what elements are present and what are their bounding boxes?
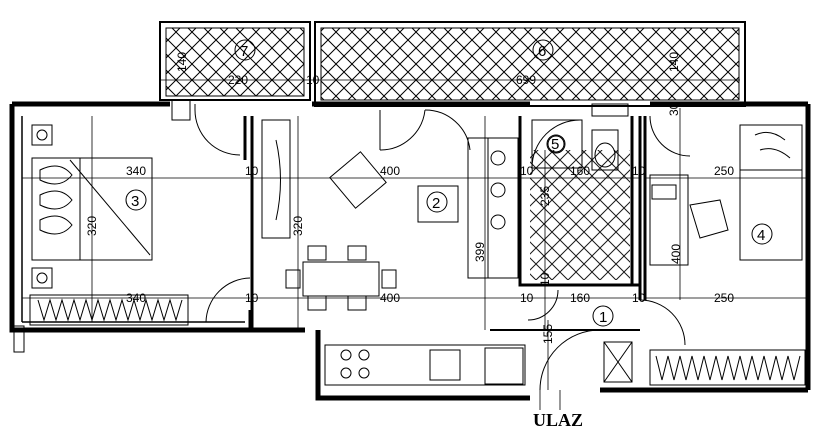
tv-unit bbox=[261, 119, 291, 239]
dim-10: 10 bbox=[520, 164, 534, 178]
dim-160: 160 bbox=[570, 291, 590, 305]
dim-340: 340 bbox=[126, 291, 146, 305]
room-number-7: 7 bbox=[234, 39, 256, 61]
dim-10: 10 bbox=[632, 164, 646, 178]
dining-table bbox=[285, 245, 397, 311]
dim-155: 155 bbox=[541, 324, 555, 344]
room-number-1: 1 bbox=[592, 305, 614, 327]
dim-250: 250 bbox=[714, 291, 734, 305]
nightstand-icon bbox=[31, 124, 53, 289]
room-number-2: 2 bbox=[426, 191, 448, 213]
armchair bbox=[329, 151, 387, 209]
room-number-5: 5 bbox=[546, 134, 566, 154]
svg-text:5: 5 bbox=[551, 136, 559, 153]
dim-10: 10 bbox=[306, 73, 320, 87]
hall-cabinet bbox=[603, 341, 633, 383]
svg-text:4: 4 bbox=[757, 227, 765, 244]
dim-399: 399 bbox=[473, 242, 487, 262]
entrance-label: ULAZ bbox=[533, 410, 583, 430]
svg-text:7: 7 bbox=[240, 43, 248, 60]
bed-right bbox=[739, 124, 803, 261]
dim-250: 250 bbox=[714, 164, 734, 178]
wardrobe-left bbox=[29, 294, 189, 326]
exterior-walls bbox=[9, 101, 811, 401]
dim-400: 400 bbox=[380, 291, 400, 305]
balcony-7 bbox=[159, 21, 311, 101]
svg-text:2: 2 bbox=[432, 195, 440, 212]
dim-30: 30 bbox=[667, 102, 681, 116]
dim-10: 10 bbox=[538, 272, 552, 286]
coffee-table bbox=[417, 185, 459, 223]
dim-400: 400 bbox=[669, 244, 683, 264]
room-number-3: 3 bbox=[125, 189, 147, 211]
dim-10: 10 bbox=[245, 164, 259, 178]
dim-10: 10 bbox=[632, 291, 646, 305]
door-arcs bbox=[194, 104, 691, 391]
dim-10: 10 bbox=[520, 291, 534, 305]
wardrobe-right bbox=[649, 349, 806, 386]
desk bbox=[649, 174, 729, 266]
dim-220: 220 bbox=[228, 73, 248, 87]
dimension-lines bbox=[22, 79, 808, 410]
dim-10: 10 bbox=[245, 291, 259, 305]
svg-text:1: 1 bbox=[599, 309, 607, 326]
dim-320: 320 bbox=[85, 216, 99, 236]
svg-text:3: 3 bbox=[131, 193, 139, 210]
svg-text:6: 6 bbox=[538, 43, 546, 60]
dim-235: 235 bbox=[538, 186, 552, 206]
dim-140: 140 bbox=[667, 52, 681, 72]
dim-140: 140 bbox=[175, 52, 189, 72]
dim-320: 320 bbox=[291, 216, 305, 236]
dim-699: 699 bbox=[516, 73, 536, 87]
kitchen-counter bbox=[324, 344, 526, 386]
sofa bbox=[467, 137, 519, 279]
room-number-4: 4 bbox=[751, 223, 773, 245]
room-number-6: 6 bbox=[532, 39, 554, 61]
interior-walls bbox=[22, 116, 647, 331]
balcony-6 bbox=[314, 21, 746, 107]
windows bbox=[171, 99, 629, 121]
dim-160: 160 bbox=[570, 164, 590, 178]
dim-400: 400 bbox=[380, 164, 400, 178]
bathroom-tiles bbox=[530, 119, 630, 280]
dim-340: 340 bbox=[126, 164, 146, 178]
